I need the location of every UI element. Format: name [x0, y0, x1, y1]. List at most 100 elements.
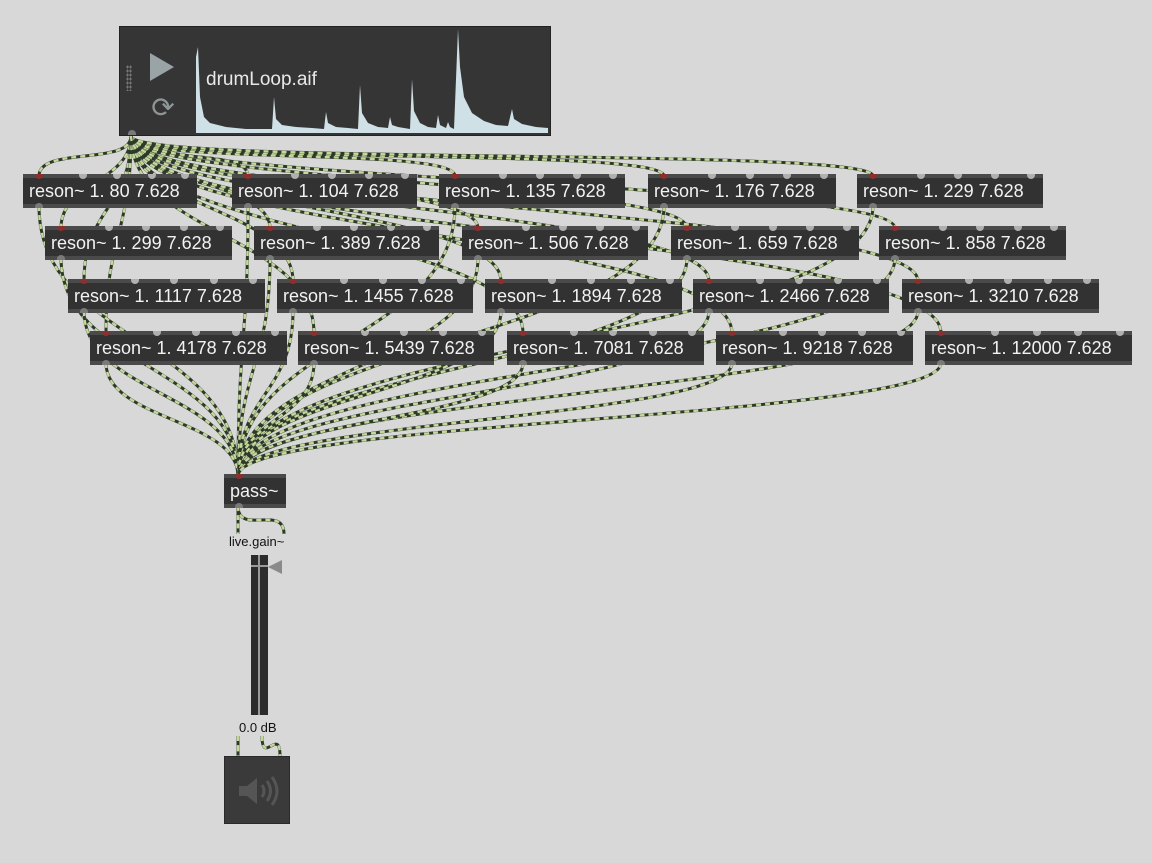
player-to-reson-cord[interactable]	[129, 135, 666, 177]
reson-inlet[interactable]	[266, 226, 274, 231]
reson-outlet[interactable]	[310, 360, 318, 365]
reson-to-pass-cord[interactable]	[236, 362, 316, 477]
play-icon[interactable]	[150, 53, 174, 81]
reson-outlet[interactable]	[289, 308, 297, 313]
player-to-reson-cord[interactable]	[129, 135, 250, 177]
reson-inlet[interactable]	[755, 279, 764, 284]
reson-inlet[interactable]	[834, 279, 843, 284]
reson-to-pass-cord[interactable]	[236, 362, 734, 477]
player-to-reson-cord[interactable]	[37, 135, 133, 177]
reson-inlet[interactable]	[705, 279, 713, 284]
reson-inlet[interactable]	[535, 174, 544, 179]
reson-object[interactable]: reson~ 1. 135 7.628	[439, 174, 625, 208]
reson-inlet[interactable]	[794, 279, 803, 284]
reson-inlet[interactable]	[660, 174, 668, 179]
reson-inlet[interactable]	[451, 174, 459, 179]
reson-object[interactable]: reson~ 1. 80 7.628	[23, 174, 197, 208]
reson-inlet[interactable]	[897, 331, 905, 336]
reson-inlet[interactable]	[745, 174, 754, 179]
reson-inlet[interactable]	[1043, 279, 1052, 284]
reson-inlet[interactable]	[80, 279, 88, 284]
reson-inlet[interactable]	[289, 279, 297, 284]
reson-inlet[interactable]	[916, 174, 925, 179]
player-to-reson-cord[interactable]	[129, 135, 457, 177]
reson-inlet[interactable]	[153, 331, 162, 336]
reson-object[interactable]: reson~ 1. 5439 7.628	[298, 331, 494, 365]
reson-inlet[interactable]	[768, 226, 777, 231]
reson-inlet[interactable]	[521, 226, 530, 231]
reson-object[interactable]: reson~ 1. 12000 7.628	[925, 331, 1132, 365]
reson-inlet[interactable]	[498, 174, 507, 179]
reson-inlet[interactable]	[1013, 226, 1022, 231]
reson-outlet[interactable]	[683, 255, 691, 260]
reson-inlet[interactable]	[1032, 331, 1041, 336]
reson-to-pass-cord[interactable]	[236, 362, 943, 477]
reson-object[interactable]: reson~ 1. 858 7.628	[879, 226, 1066, 260]
reson-outlet[interactable]	[891, 255, 899, 260]
reson-inlet[interactable]	[731, 226, 740, 231]
reson-object[interactable]: reson~ 1. 506 7.628	[462, 226, 648, 260]
reson-inlet[interactable]	[216, 226, 224, 231]
reson-outlet[interactable]	[244, 203, 252, 208]
reson-inlet[interactable]	[291, 174, 300, 179]
reson-outlet[interactable]	[474, 255, 482, 260]
reson-outlet[interactable]	[266, 255, 274, 260]
reson-inlet[interactable]	[113, 174, 122, 179]
reson-outlet[interactable]	[102, 360, 110, 365]
reson-object[interactable]: reson~ 1. 9218 7.628	[716, 331, 913, 365]
reson-inlet[interactable]	[990, 174, 999, 179]
reson-inlet[interactable]	[570, 331, 579, 336]
reson-inlet[interactable]	[965, 279, 974, 284]
reson-inlet[interactable]	[779, 331, 788, 336]
reson-inlet[interactable]	[328, 174, 337, 179]
reson-object[interactable]: reson~ 1. 1117 7.628	[68, 279, 265, 313]
reson-inlet[interactable]	[209, 279, 218, 284]
reson-inlet[interactable]	[310, 331, 318, 336]
player-outlet[interactable]	[128, 130, 136, 135]
reson-outlet[interactable]	[914, 308, 922, 313]
reson-inlet[interactable]	[873, 279, 881, 284]
reson-inlet[interactable]	[976, 226, 985, 231]
reson-inlet[interactable]	[78, 174, 87, 179]
pass-object[interactable]: pass~	[224, 474, 286, 508]
reson-outlet[interactable]	[660, 203, 668, 208]
reson-object[interactable]: reson~ 1. 659 7.628	[671, 226, 859, 260]
reson-object[interactable]: reson~ 1. 1894 7.628	[485, 279, 682, 313]
reson-inlet[interactable]	[783, 174, 792, 179]
reson-outlet[interactable]	[57, 255, 65, 260]
reson-inlet[interactable]	[1004, 279, 1013, 284]
reson-inlet[interactable]	[181, 174, 189, 179]
reson-inlet[interactable]	[339, 279, 348, 284]
reson-inlet[interactable]	[891, 226, 899, 231]
reson-inlet[interactable]	[401, 174, 409, 179]
pass-to-gain-cord[interactable]	[236, 505, 286, 535]
reson-inlet[interactable]	[595, 226, 604, 231]
reson-inlet[interactable]	[350, 226, 359, 231]
reson-inlet[interactable]	[820, 174, 828, 179]
reson-inlet[interactable]	[423, 226, 431, 231]
pass-outlet[interactable]	[235, 503, 243, 508]
loop-icon[interactable]: ⟳	[151, 92, 175, 123]
audio-file-player[interactable]: ⟳ drumLoop.aif	[119, 26, 551, 136]
reson-object[interactable]: reson~ 1. 299 7.628	[45, 226, 232, 260]
reson-inlet[interactable]	[1116, 331, 1124, 336]
reson-inlet[interactable]	[378, 279, 387, 284]
waveform-display[interactable]	[196, 27, 548, 133]
reson-inlet[interactable]	[609, 174, 617, 179]
reson-inlet[interactable]	[1083, 279, 1091, 284]
reson-inlet[interactable]	[418, 279, 427, 284]
reson-inlet[interactable]	[439, 331, 448, 336]
reson-object[interactable]: reson~ 1. 4178 7.628	[90, 331, 287, 365]
reson-inlet[interactable]	[497, 279, 505, 284]
gain-meter[interactable]	[251, 555, 268, 715]
reson-inlet[interactable]	[843, 226, 851, 231]
reson-outlet[interactable]	[451, 203, 459, 208]
reson-inlet[interactable]	[142, 226, 151, 231]
reson-inlet[interactable]	[365, 174, 374, 179]
dac-output-button[interactable]	[224, 756, 290, 824]
player-to-reson-cord[interactable]	[129, 134, 875, 178]
reson-inlet[interactable]	[148, 174, 157, 179]
reson-inlet[interactable]	[231, 331, 240, 336]
reson-inlet[interactable]	[609, 331, 618, 336]
